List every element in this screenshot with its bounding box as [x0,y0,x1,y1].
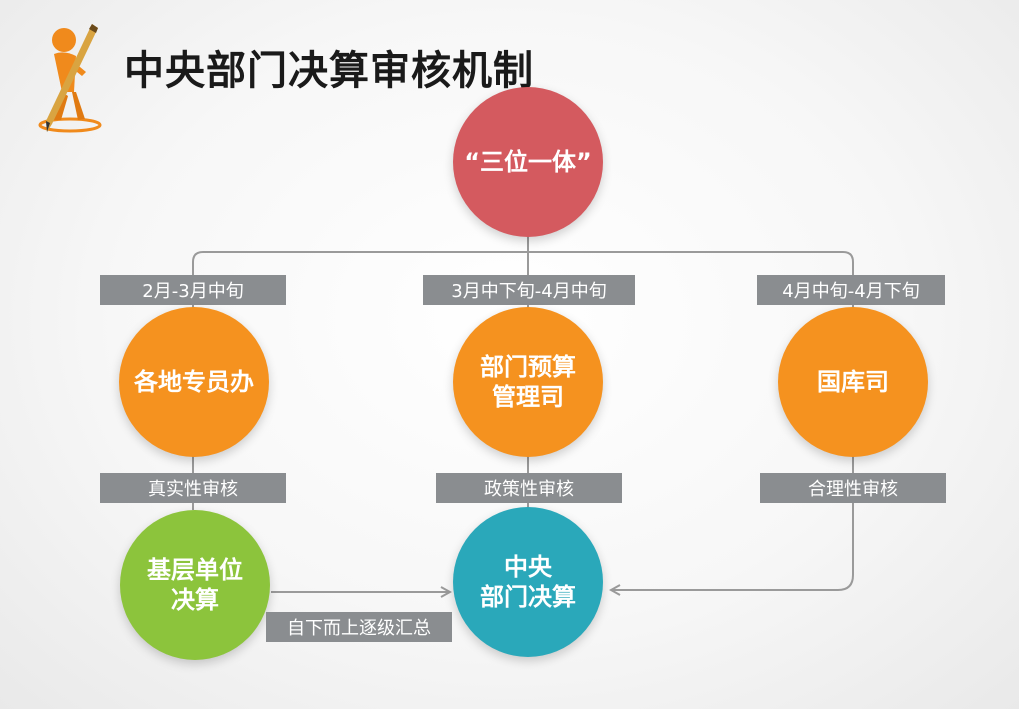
node-three-in-one: “三位一体” [453,87,603,237]
node-base-unit-line-1: 基层单位 [147,556,243,584]
arrow-right-to-central [611,503,854,590]
review-tag-rationality: 合理性审核 [760,473,946,503]
node-central-final-accounts: 中央 部门决算 [453,507,603,657]
page-title: 中央部门决算审核机制 [124,48,534,94]
node-budget-department-line-1: 部门预算 [480,353,576,381]
node-three-in-one-label: “三位一体” [464,148,592,176]
node-budget-department-line-2: 管理司 [492,383,564,411]
review-tag-authenticity: 真实性审核 [100,473,286,503]
node-local-office: 各地专员办 [119,307,269,457]
time-tag-1: 2月-3月中旬 [100,275,286,305]
time-tag-3: 4月中旬-4月下旬 [757,275,945,305]
branch-line [192,251,854,276]
node-base-unit: 基层单位 决算 [120,510,270,660]
node-central-line-2: 部门决算 [480,583,576,611]
node-treasury: 国库司 [778,307,928,457]
node-treasury-label: 国库司 [817,368,889,396]
node-base-unit-line-2: 决算 [171,586,219,614]
review-tag-policy: 政策性审核 [436,473,622,503]
node-budget-department: 部门预算 管理司 [453,307,603,457]
flow-tag-bottom-up: 自下而上逐级汇总 [266,612,452,642]
pencil-figure-icon [38,24,102,133]
node-central-line-1: 中央 [504,553,552,581]
time-tag-2: 3月中下旬-4月中旬 [423,275,635,305]
node-local-office-label: 各地专员办 [134,368,254,396]
